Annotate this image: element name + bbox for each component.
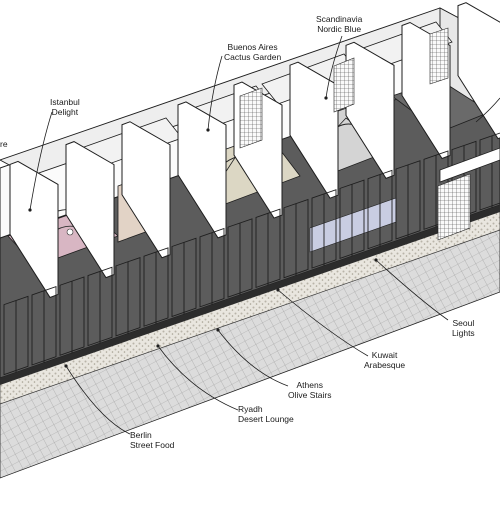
pier [9,160,59,299]
leader-lines [29,35,500,435]
pier [121,121,171,259]
pier [345,41,395,179]
front-glazing [3,131,500,376]
pier [457,2,500,140]
pier [65,141,115,279]
pier [177,101,227,239]
grille-screens [239,27,471,241]
slab-edge [0,205,500,385]
bench [439,147,500,183]
leader-dots [28,96,378,368]
label-cut-left: re [0,139,8,149]
